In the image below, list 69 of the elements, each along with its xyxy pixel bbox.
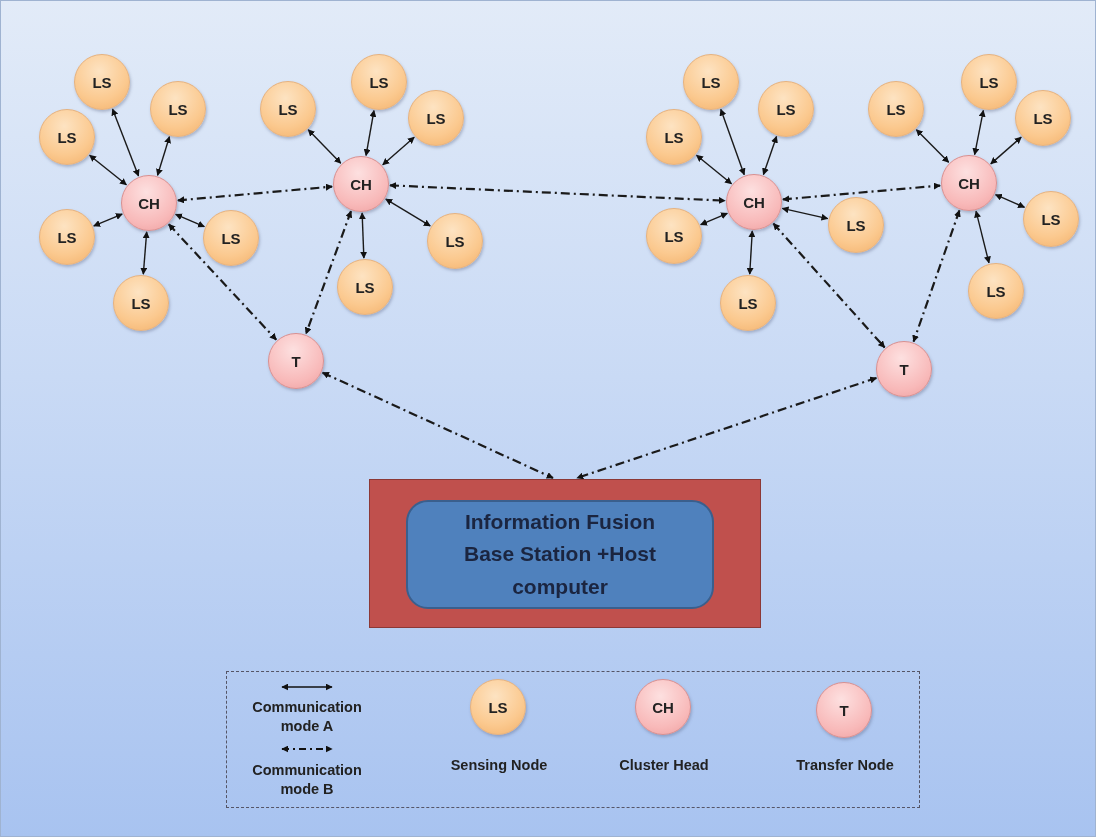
arrow [358, 212, 368, 259]
arrow [385, 198, 431, 227]
arrow [307, 129, 342, 164]
sensing-node-circle: LS [203, 210, 259, 266]
sensing-node-circle: LS [39, 109, 95, 165]
arrow [382, 136, 415, 166]
arrow [140, 231, 150, 275]
sensing-node-circle: LS [408, 90, 464, 146]
arrow [994, 193, 1026, 209]
head-node-circle: T [268, 333, 324, 389]
sensing-node-circle: LS [1023, 191, 1079, 247]
dash-dot-arrow [912, 209, 961, 343]
arrow [762, 135, 778, 176]
head-node-circle: CH [333, 156, 389, 212]
sensing-node-circle: LS [113, 275, 169, 331]
arrow [174, 213, 206, 228]
sensing-node-circle: LS [828, 197, 884, 253]
arrow [974, 210, 991, 264]
sensing-node-circle: LS [758, 81, 814, 137]
arrow [990, 136, 1022, 165]
arrow [700, 212, 728, 226]
legend-text: Communication mode B [251, 761, 363, 799]
arrow [972, 109, 986, 156]
sensing-node-circle: LS [470, 679, 526, 735]
sensing-node-circle: LS [351, 54, 407, 110]
sensing-node-circle: LS [868, 81, 924, 137]
legend-text: Sensing Node [450, 756, 548, 775]
sensing-node-circle: LS [427, 213, 483, 269]
sensing-node-circle: LS [646, 208, 702, 264]
sensing-node-circle: LS [683, 54, 739, 110]
arrow [363, 109, 377, 157]
arrow [719, 108, 746, 176]
base-station-frame [369, 479, 761, 628]
head-node-circle: T [816, 682, 872, 738]
sensing-node-circle: LS [260, 81, 316, 137]
head-node-circle: T [876, 341, 932, 397]
arrow [695, 154, 733, 185]
dash-dot-arrow [389, 182, 726, 204]
dash-dot-arrow [782, 182, 941, 203]
arrow [746, 230, 756, 275]
head-node-circle: CH [941, 155, 997, 211]
legend-text: Cluster Head [619, 756, 709, 775]
sensing-node-circle: LS [646, 109, 702, 165]
sensing-node-circle: LS [720, 275, 776, 331]
arrow [88, 154, 128, 186]
dash-dot-arrow [772, 222, 886, 349]
base-station-box: Information Fusion Base Station +Host computer [406, 500, 714, 609]
arrow [93, 213, 123, 227]
dash-dot-arrow [304, 210, 353, 335]
head-node-circle: CH [726, 174, 782, 230]
arrow [156, 136, 171, 176]
sensing-node-circle: LS [150, 81, 206, 137]
head-node-circle: CH [635, 679, 691, 735]
arrow [781, 206, 829, 221]
sensing-node-circle: LS [74, 54, 130, 110]
sensing-node-circle: LS [337, 259, 393, 315]
dash-dot-arrow [167, 223, 278, 341]
dash-dot-arrow [576, 376, 878, 480]
arrow [915, 128, 950, 164]
sensing-node-circle: LS [39, 209, 95, 265]
sensing-node-circle: LS [1015, 90, 1071, 146]
head-node-circle: CH [121, 175, 177, 231]
dash-dot-arrow [321, 371, 554, 479]
arrow [111, 108, 140, 177]
sensing-node-circle: LS [961, 54, 1017, 110]
legend-text: Transfer Node [796, 756, 894, 775]
legend-text: Communication mode A [251, 698, 363, 736]
dash-dot-arrow [177, 183, 333, 204]
sensing-node-circle: LS [968, 263, 1024, 319]
